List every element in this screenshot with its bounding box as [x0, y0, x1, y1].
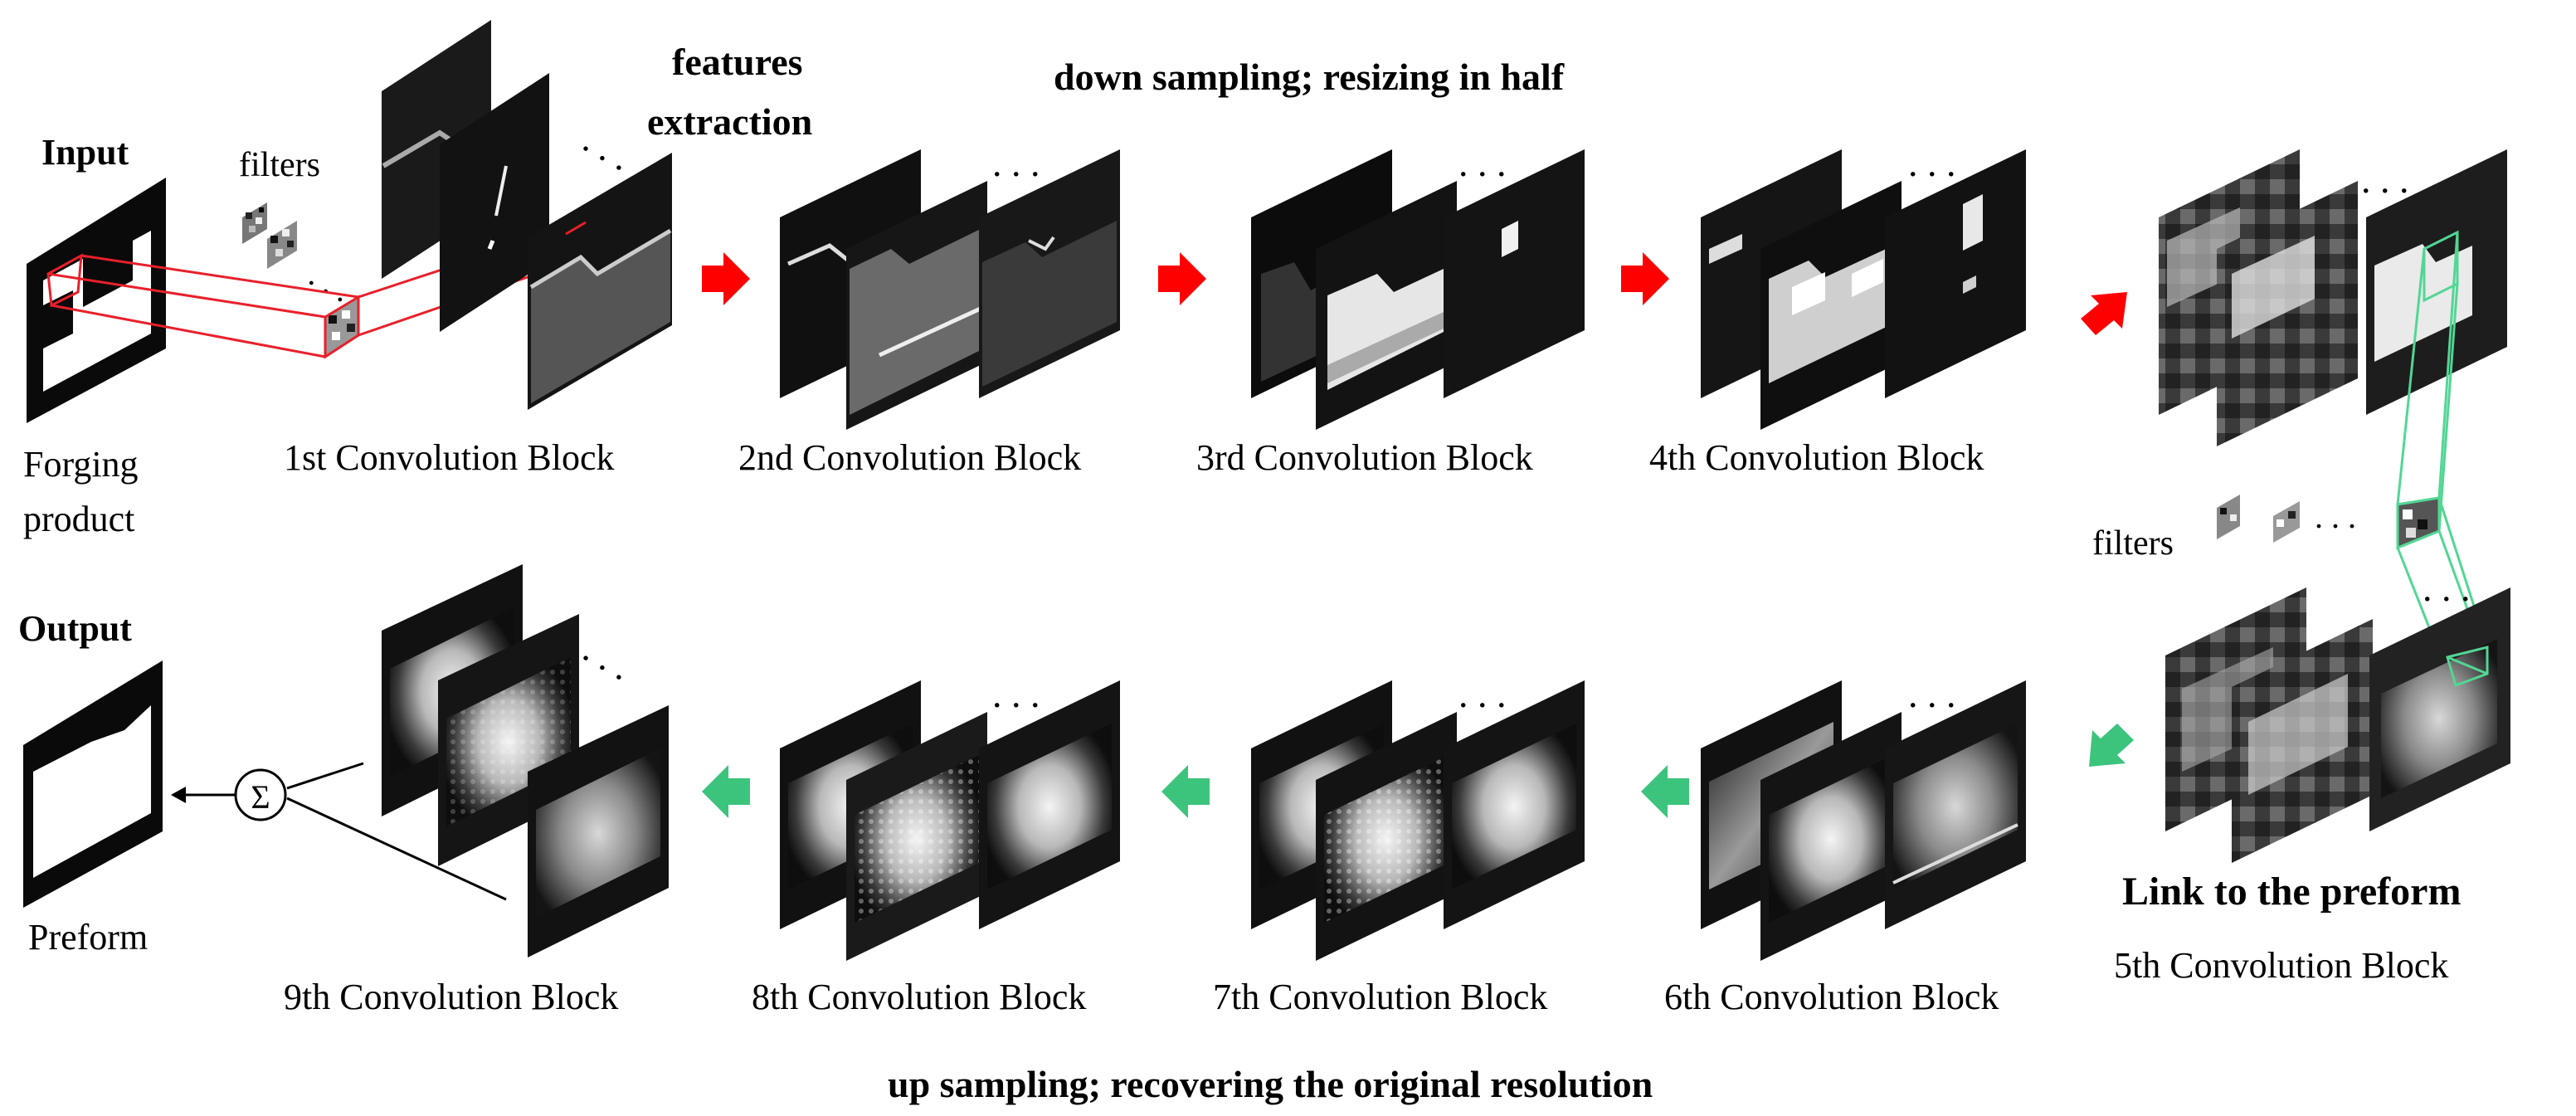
- input-caption-line1: Forging: [23, 444, 139, 485]
- filters-right-label: filters: [2092, 524, 2174, 563]
- block5-bottom-maps: . . .: [2165, 567, 2510, 863]
- features-label-line2: extraction: [647, 100, 812, 143]
- block5-label: 5th Convolution Block: [2114, 945, 2448, 986]
- block8-ellipsis: . . .: [992, 673, 1040, 715]
- block7-ellipsis: . . .: [1458, 673, 1507, 715]
- filter-kernels-top: . . .: [242, 202, 358, 357]
- block4-maps: . . .: [1701, 142, 2026, 430]
- forward-arrow-4: [2081, 292, 2127, 335]
- block1-label: 1st Convolution Block: [284, 437, 614, 478]
- up-sampling-label: up sampling; recovering the original res…: [888, 1063, 1653, 1105]
- block2-maps: . . .: [780, 142, 1120, 430]
- output-heading: Output: [18, 608, 132, 649]
- block9-ellipsis: . . .: [577, 627, 639, 688]
- block9-label: 9th Convolution Block: [284, 977, 618, 1017]
- block2-ellipsis: . . .: [992, 142, 1040, 184]
- input-forging-image: [27, 178, 166, 423]
- backward-arrow-3: [1161, 765, 1210, 818]
- block4-label: 4th Convolution Block: [1649, 437, 1984, 478]
- filters-top-label: filters: [239, 146, 320, 184]
- filter-kernels-right: filters . . .: [2092, 495, 2441, 563]
- block1-maps: . . .: [382, 20, 672, 410]
- forward-arrow-1: [702, 252, 750, 305]
- block9-maps: . . .: [382, 564, 669, 958]
- block8-maps: . . .: [780, 673, 1120, 961]
- features-label-line1: features: [672, 41, 803, 83]
- summation-node: Σ: [171, 762, 507, 901]
- block7-label: 7th Convolution Block: [1213, 977, 1547, 1017]
- input-caption-line2: product: [23, 499, 134, 539]
- block1-ellipsis: . . .: [577, 118, 639, 178]
- filters-right-ellipsis: . . .: [2315, 498, 2356, 535]
- block4-ellipsis: . . .: [1908, 142, 1956, 184]
- block8-label: 8th Convolution Block: [752, 977, 1086, 1017]
- block5-bottom-ellipsis: . . .: [2423, 567, 2471, 609]
- backward-arrow-4: [702, 765, 750, 818]
- input-heading: Input: [41, 132, 129, 173]
- backward-arrow-1: [2089, 724, 2134, 767]
- block6-label: 6th Convolution Block: [1664, 977, 1999, 1017]
- output-preform-image: [23, 660, 163, 908]
- block3-label: 3rd Convolution Block: [1196, 437, 1533, 478]
- block7-maps: . . .: [1251, 673, 1585, 961]
- block5-top-maps: . . .: [2159, 149, 2507, 446]
- output-caption: Preform: [28, 917, 148, 958]
- block2-label: 2nd Convolution Block: [738, 437, 1081, 478]
- block5-top-ellipsis: . . .: [2361, 158, 2409, 201]
- red-receptive-field-lines: [47, 220, 587, 359]
- forward-arrow-2: [1158, 252, 1206, 305]
- block6-maps: . . .: [1701, 673, 2026, 961]
- block3-maps: . . .: [1251, 142, 1585, 430]
- block3-ellipsis: . . .: [1458, 142, 1507, 184]
- link-preform-label: Link to the preform: [2122, 870, 2461, 914]
- forward-arrow-3: [1621, 252, 1669, 305]
- block6-ellipsis: . . .: [1908, 673, 1956, 715]
- sum-symbol: Σ: [251, 778, 270, 816]
- backward-arrow-2: [1641, 765, 1689, 818]
- down-sampling-label: down sampling; resizing in half: [1054, 56, 1565, 98]
